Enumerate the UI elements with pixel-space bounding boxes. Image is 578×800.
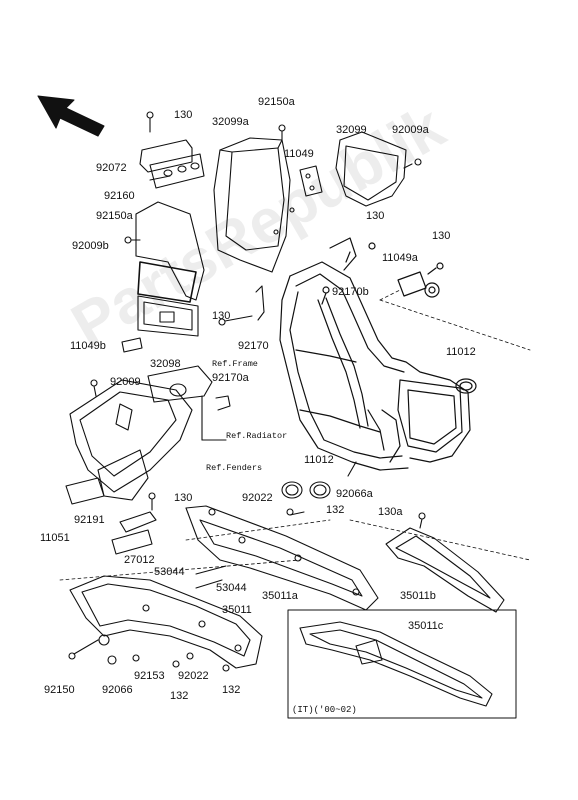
part-label-11049b: 11049b xyxy=(70,340,106,352)
part-label-35011: 35011 xyxy=(222,604,252,616)
part-label-11051: 11051 xyxy=(40,532,70,544)
part-label-130: 130 xyxy=(174,109,193,121)
part-label-11049a: 11049a xyxy=(382,252,418,264)
part-label-11049: 11049 xyxy=(284,148,314,160)
part-label-92066: 92066 xyxy=(102,684,133,696)
gaskets-11012 xyxy=(281,461,357,499)
part-label-130a: 130a xyxy=(378,506,403,518)
part-label-130: 130 xyxy=(212,310,231,322)
part-label-130: 130 xyxy=(174,492,193,504)
part-label-92072: 92072 xyxy=(96,162,127,174)
part-label-32099: 32099 xyxy=(336,124,367,136)
part-label-53044: 53044 xyxy=(216,582,247,594)
part-label-92022: 92022 xyxy=(178,670,209,682)
bracket-92072 xyxy=(139,111,205,189)
part-label-11012: 11012 xyxy=(304,454,334,466)
side-rail-35011 xyxy=(68,575,263,672)
ref-fenders-label: Ref.Fenders xyxy=(206,463,263,473)
side-cover-32099 xyxy=(335,131,422,207)
part-label-35011b: 35011b xyxy=(400,590,436,602)
part-label-132: 132 xyxy=(170,690,189,702)
shield-panel-left xyxy=(121,201,205,353)
part-label-132: 132 xyxy=(222,684,241,696)
part-label-92009b: 92009b xyxy=(72,240,109,252)
part-label-92022: 92022 xyxy=(242,492,273,504)
main-frame xyxy=(279,237,477,471)
part-label-132: 132 xyxy=(326,504,345,516)
part-label-92009: 92009 xyxy=(110,376,141,388)
part-label-27012: 27012 xyxy=(124,554,155,566)
part-label-92009a: 92009a xyxy=(392,124,429,136)
part-label-32099a: 32099a xyxy=(212,116,249,128)
part-label-92170: 92170 xyxy=(238,340,269,352)
part-label-53044: 53044 xyxy=(154,566,185,578)
bracket-11049 xyxy=(299,165,323,197)
part-label-35011a: 35011a xyxy=(262,590,298,602)
part-label-32098: 32098 xyxy=(150,358,181,370)
part-label-92150: 92150 xyxy=(44,684,75,696)
ref-frame-label: Ref.Frame xyxy=(212,359,258,369)
part-label-130: 130 xyxy=(432,230,451,242)
part-label-92160: 92160 xyxy=(104,190,135,202)
variant-inset-box xyxy=(287,609,517,719)
part-label-130: 130 xyxy=(366,210,385,222)
part-label-92170a: 92170a xyxy=(212,372,249,384)
lower-cover-left xyxy=(65,379,193,505)
side-rail-35011b xyxy=(385,512,505,613)
part-label-92150a: 92150a xyxy=(258,96,295,108)
variant-note: (IT)('00~02) xyxy=(292,705,357,715)
part-label-35011c: 35011c xyxy=(408,620,444,632)
ref-radiator-label: Ref.Radiator xyxy=(226,431,288,441)
part-label-11012: 11012 xyxy=(446,346,476,358)
part-label-92191: 92191 xyxy=(74,514,105,526)
bracket-27012 xyxy=(111,492,157,555)
clamp-92170 xyxy=(218,285,265,326)
front-direction-arrow-icon xyxy=(37,95,105,137)
cover-32099a xyxy=(213,124,295,273)
part-label-92066a: 92066a xyxy=(336,488,373,500)
reference-lines xyxy=(59,289,531,581)
radiator-bracket xyxy=(147,365,231,441)
part-label-92170b: 92170b xyxy=(332,286,369,298)
part-label-92153: 92153 xyxy=(134,670,165,682)
part-label-92150a: 92150a xyxy=(96,210,133,222)
